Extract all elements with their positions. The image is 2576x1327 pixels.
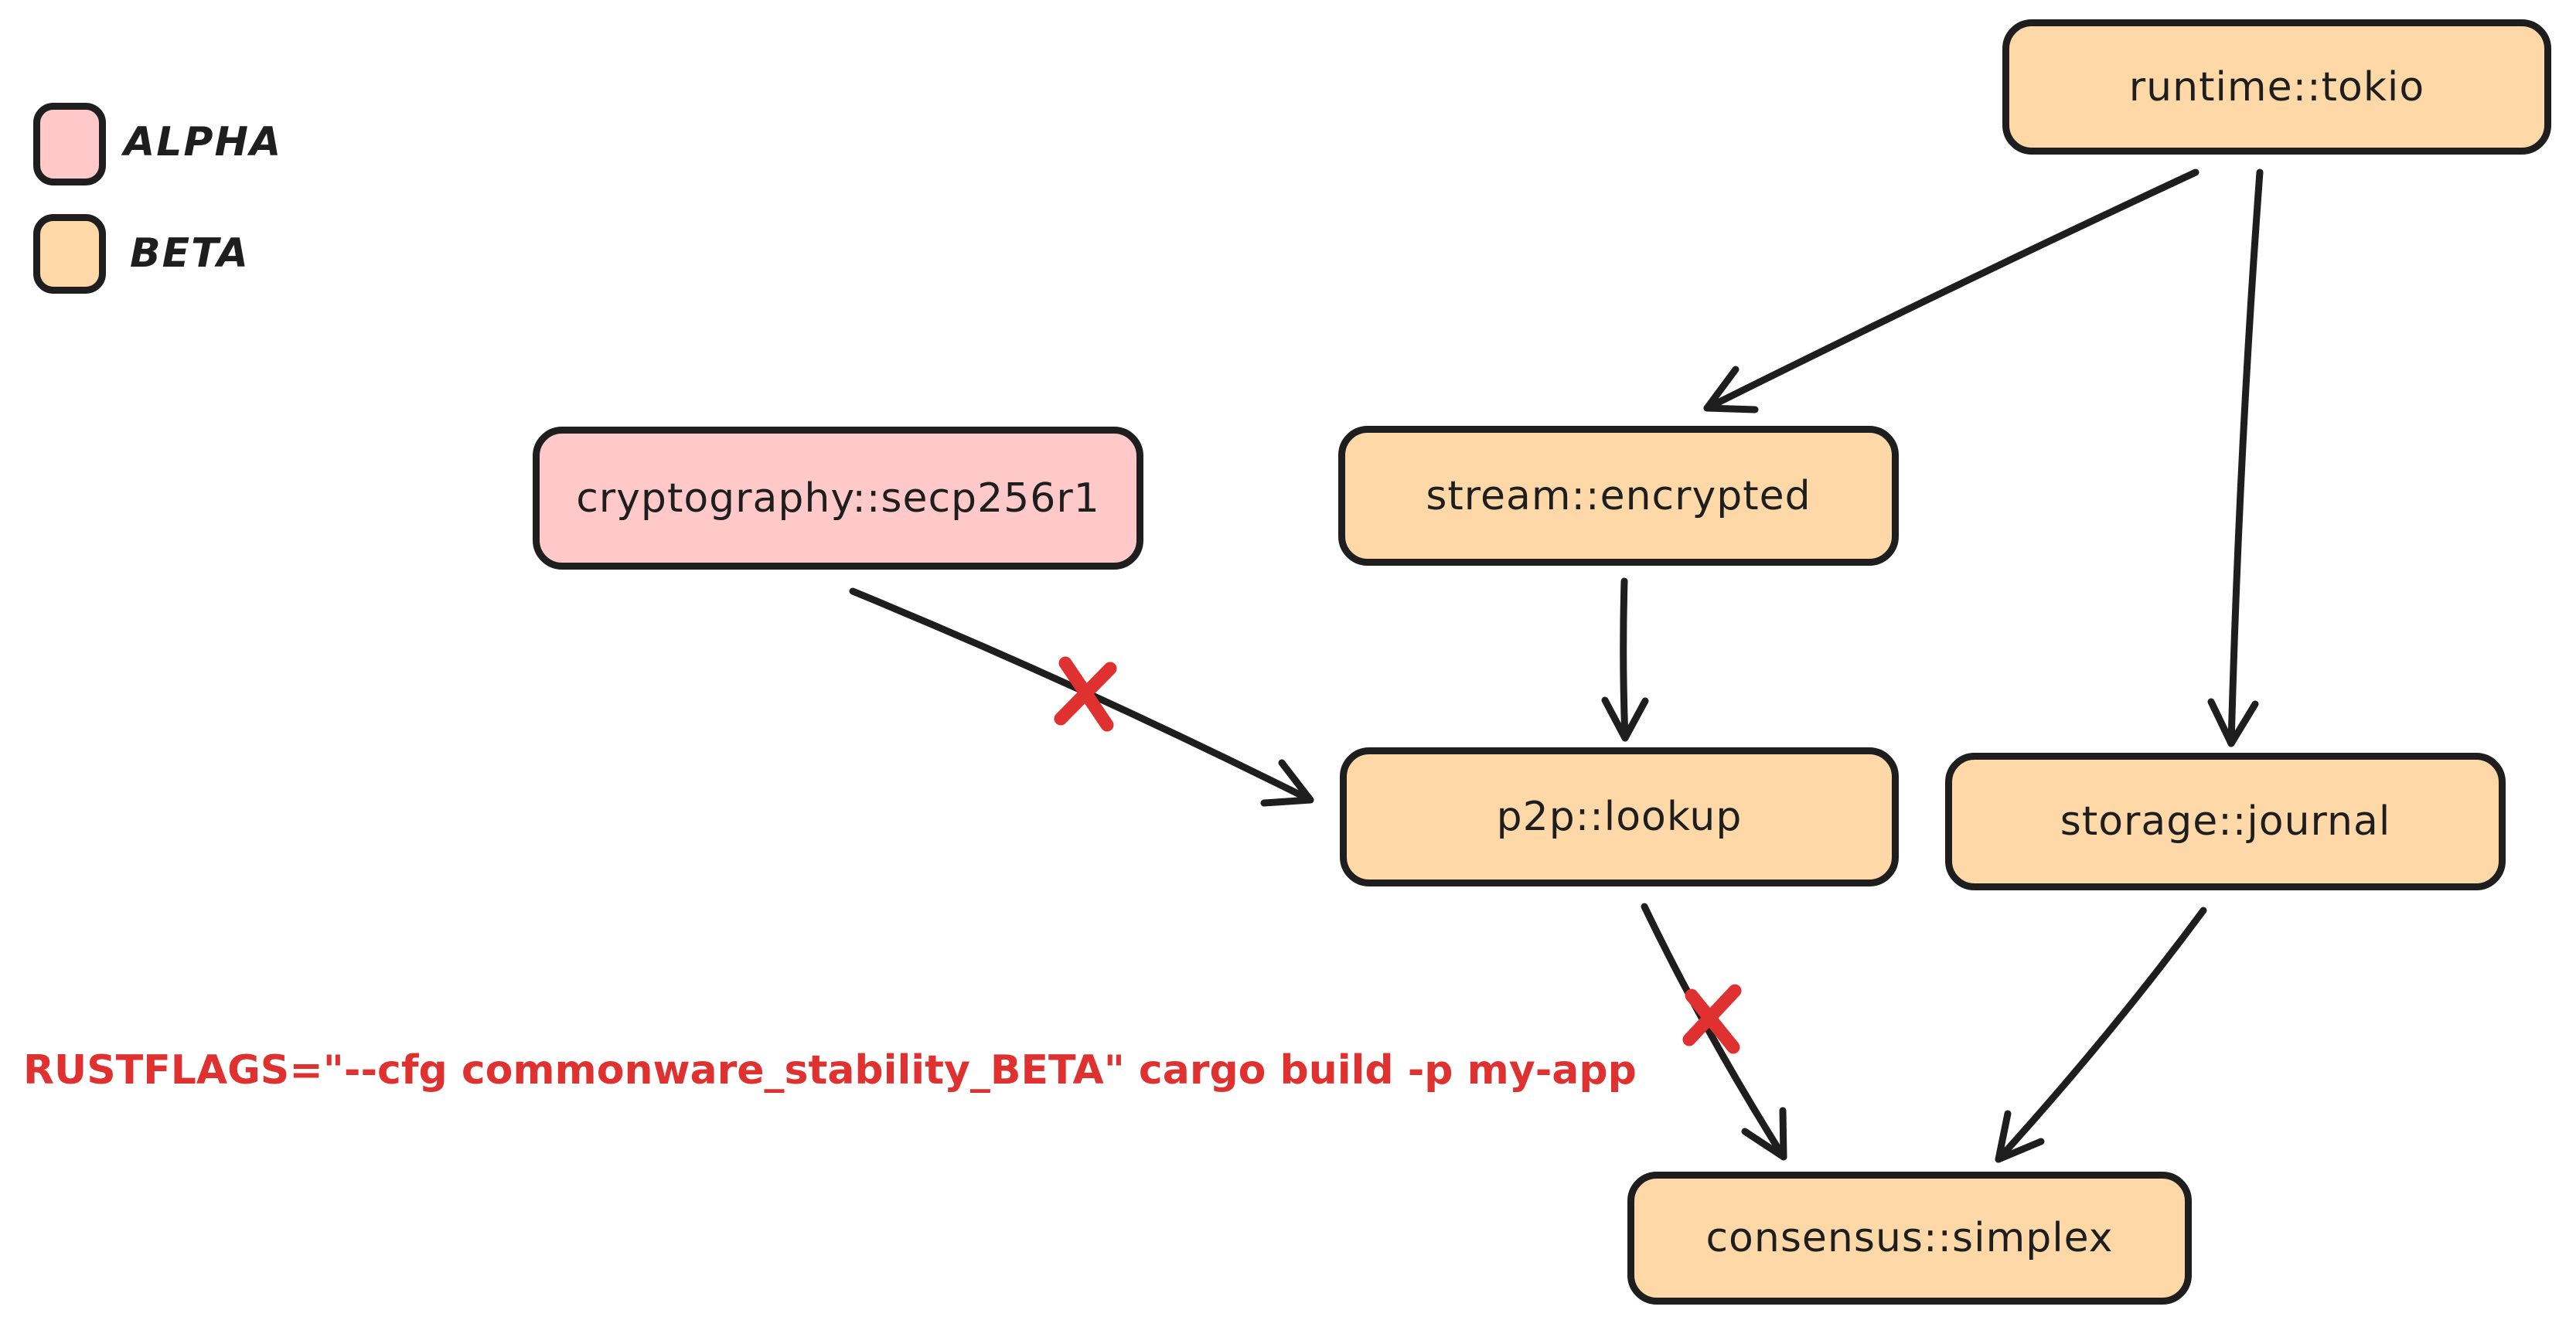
legend-alpha-swatch (33, 103, 106, 185)
edge-runtime-tokio-to-stream-encrypted (1703, 168, 2199, 413)
node-runtime-tokio: runtime::tokio (2002, 19, 2551, 155)
node-runtime-tokio-label: runtime::tokio (2128, 63, 2425, 111)
legend-alpha-label: ALPHA (124, 119, 283, 165)
node-cryptography-secp256r1-label: cryptography::secp256r1 (576, 475, 1100, 522)
edge-stream-encrypted-to-p2p-lookup (1601, 577, 1649, 742)
node-consensus-simplex-label: consensus::simplex (1705, 1215, 2114, 1261)
build-command-annotation: RUSTFLAGS="--cfg commonware_stability_BE… (23, 1047, 1637, 1094)
edge-runtime-tokio-to-storage-journal (2207, 168, 2264, 747)
edge-p2p-lookup-to-consensus-simplex (1641, 903, 1787, 1161)
blocked-x-icon (1682, 984, 1742, 1054)
node-p2p-lookup-label: p2p::lookup (1496, 794, 1743, 840)
node-storage-journal-label: storage::journal (2060, 798, 2391, 845)
edge-storage-journal-to-consensus-simplex (1995, 907, 2207, 1163)
node-storage-journal: storage::journal (1945, 753, 2506, 890)
legend-beta-label: BETA (130, 230, 250, 277)
node-consensus-simplex: consensus::simplex (1627, 1172, 2192, 1305)
node-stream-encrypted-label: stream::encrypted (1426, 472, 1811, 519)
blocked-x-icon (1054, 656, 1117, 732)
node-stream-encrypted: stream::encrypted (1338, 426, 1899, 566)
legend-beta-swatch (33, 214, 106, 294)
node-cryptography-secp256r1: cryptography::secp256r1 (533, 427, 1143, 570)
node-p2p-lookup: p2p::lookup (1340, 747, 1899, 886)
